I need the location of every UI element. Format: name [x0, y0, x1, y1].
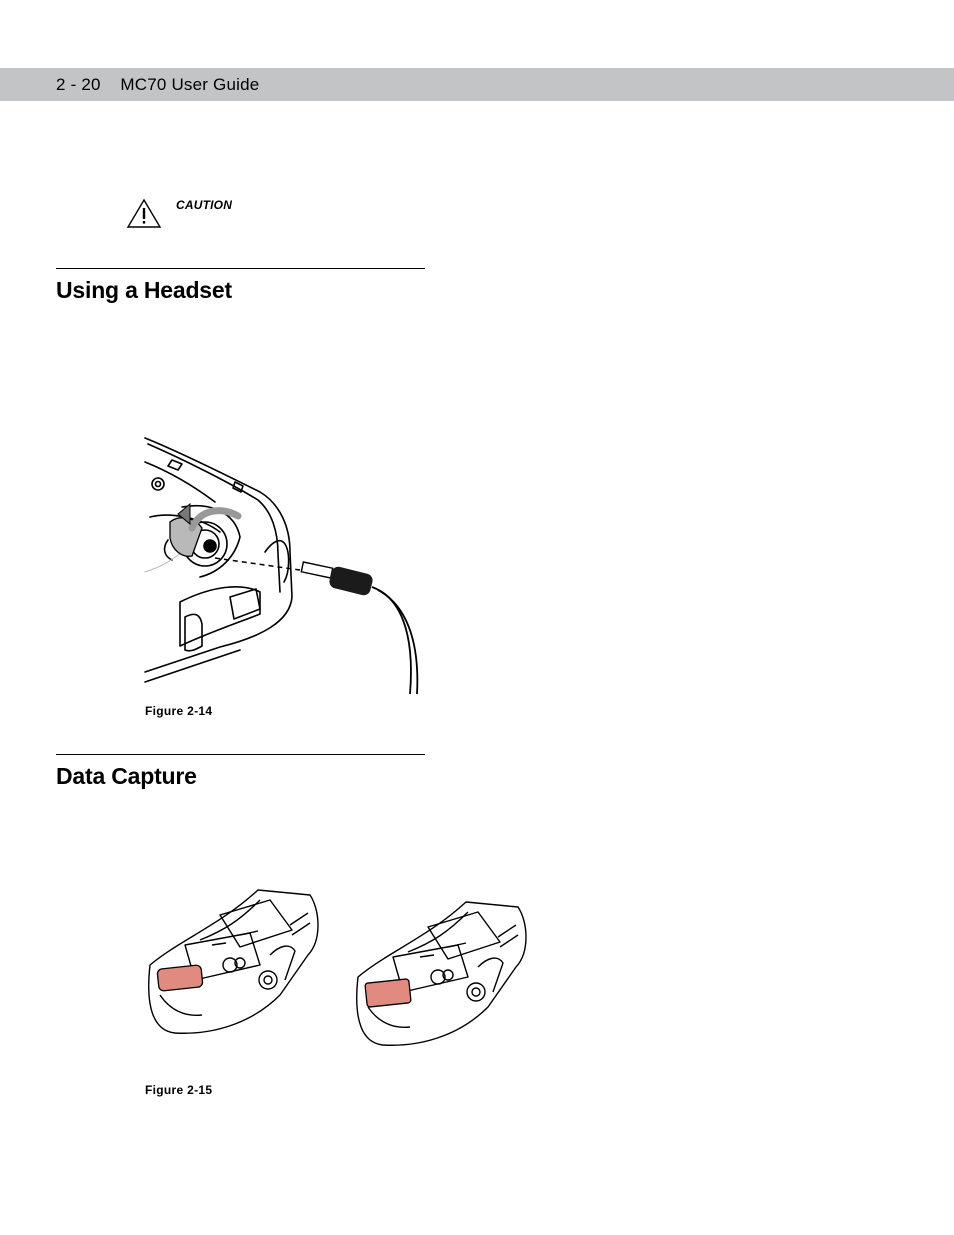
section-rule	[56, 268, 425, 269]
figure-caption: Figure 2-15	[145, 1083, 213, 1097]
running-header-bar	[0, 68, 954, 101]
section-rule	[56, 754, 425, 755]
scan-window-illustrations	[148, 889, 527, 1046]
device-illustration-left	[148, 889, 319, 1034]
device-illustration-right	[356, 901, 527, 1046]
document-title: MC70 User Guide	[120, 75, 260, 94]
section-title-data-capture: Data Capture	[56, 763, 197, 789]
warning-triangle-icon	[126, 198, 162, 228]
running-header: 2 - 20 MC70 User Guide	[56, 75, 259, 95]
caution-label: CAUTION	[176, 198, 233, 212]
figure-caption: Figure 2-14	[145, 704, 213, 718]
scan-window-left	[156, 964, 204, 992]
headset-illustration	[144, 437, 419, 694]
section-title-headset: Using a Headset	[56, 277, 232, 303]
scan-window-right	[364, 978, 412, 1008]
page-number: 2 - 20	[56, 75, 101, 94]
